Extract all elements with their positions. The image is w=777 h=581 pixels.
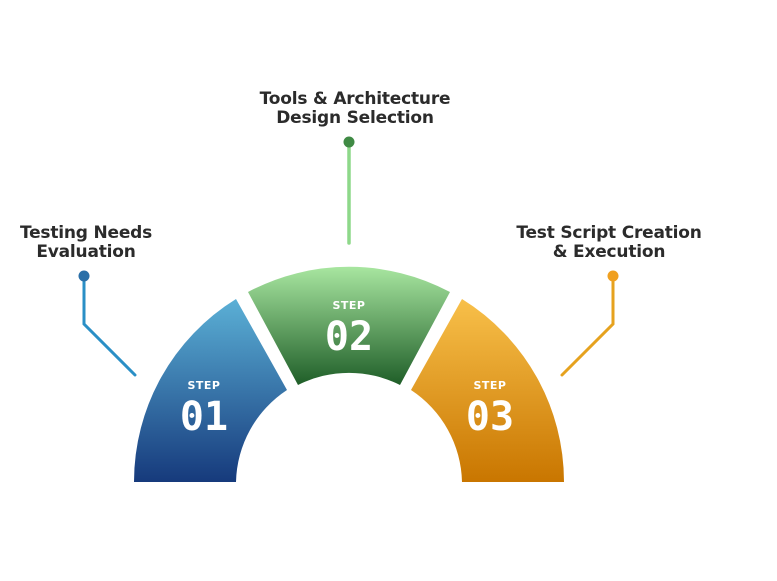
step-03-segment — [411, 299, 564, 482]
step-03-connector-dot — [607, 270, 619, 282]
step-01-label: STEP — [187, 379, 220, 392]
step-03-caption: Test Script Creation & Execution — [500, 224, 718, 262]
step-01-segment — [133, 299, 287, 482]
step-02-label: STEP — [332, 299, 365, 312]
step-03-label: STEP — [473, 379, 506, 392]
step-02-caption-line2: Design Selection — [276, 108, 434, 128]
step-01-caption-line2: Evaluation — [36, 242, 136, 262]
step-02-caption-line1: Tools & Architecture — [259, 89, 451, 109]
step-02-number: 02 — [325, 314, 373, 360]
step-02-segment — [248, 266, 450, 385]
step-03-connector — [560, 275, 615, 377]
step-02-caption: Tools & Architecture Design Selection — [245, 90, 465, 128]
step-03-caption-line1: Test Script Creation — [516, 223, 702, 243]
step-01-connector — [82, 275, 137, 377]
step-01-connector-dot — [78, 270, 90, 282]
step-01-caption-line1: Testing Needs — [19, 223, 153, 243]
step-03-caption-line2: & Execution — [552, 242, 666, 262]
step-02-connector-dot — [343, 136, 355, 148]
step-03-number: 03 — [466, 394, 514, 440]
step-01-caption: Testing Needs Evaluation — [6, 224, 166, 262]
step-01-number: 01 — [180, 394, 228, 440]
